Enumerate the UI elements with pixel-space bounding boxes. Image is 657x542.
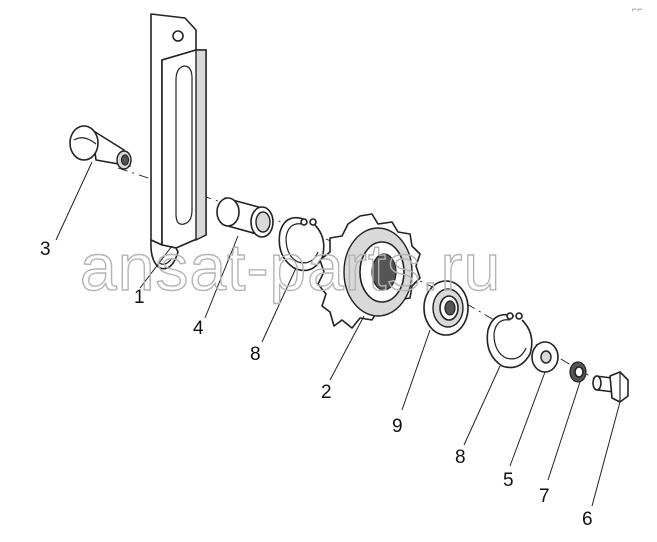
watermark-text: ansat-parts.ru — [80, 230, 501, 304]
part-8-retaining-ring-left — [278, 216, 325, 272]
callout-4: 4 — [193, 318, 204, 339]
part-5-washer — [531, 341, 559, 373]
callout-8-right: 8 — [455, 447, 466, 468]
callout-7: 7 — [539, 486, 550, 507]
callout-2: 2 — [321, 382, 332, 403]
callout-6: 6 — [582, 509, 593, 530]
callout-1: 1 — [134, 287, 145, 308]
callout-9: 9 — [392, 416, 403, 437]
callout-5: 5 — [503, 470, 514, 491]
part-7-lock-washer — [569, 361, 587, 383]
part-9-bearing — [423, 280, 469, 336]
part-8-retaining-ring-right — [486, 312, 533, 369]
leader-lines — [55, 161, 621, 507]
part-2-sprocket — [317, 213, 421, 329]
part-6-hex-bolt — [592, 371, 629, 403]
callout-3: 3 — [40, 239, 51, 260]
callout-8-left: 8 — [250, 344, 261, 365]
part-3-bolt — [69, 125, 132, 170]
part-1-bracket — [150, 13, 207, 270]
corner-mark: ⌐⌐ — [632, 4, 643, 14]
part-4-bushing — [216, 197, 274, 238]
